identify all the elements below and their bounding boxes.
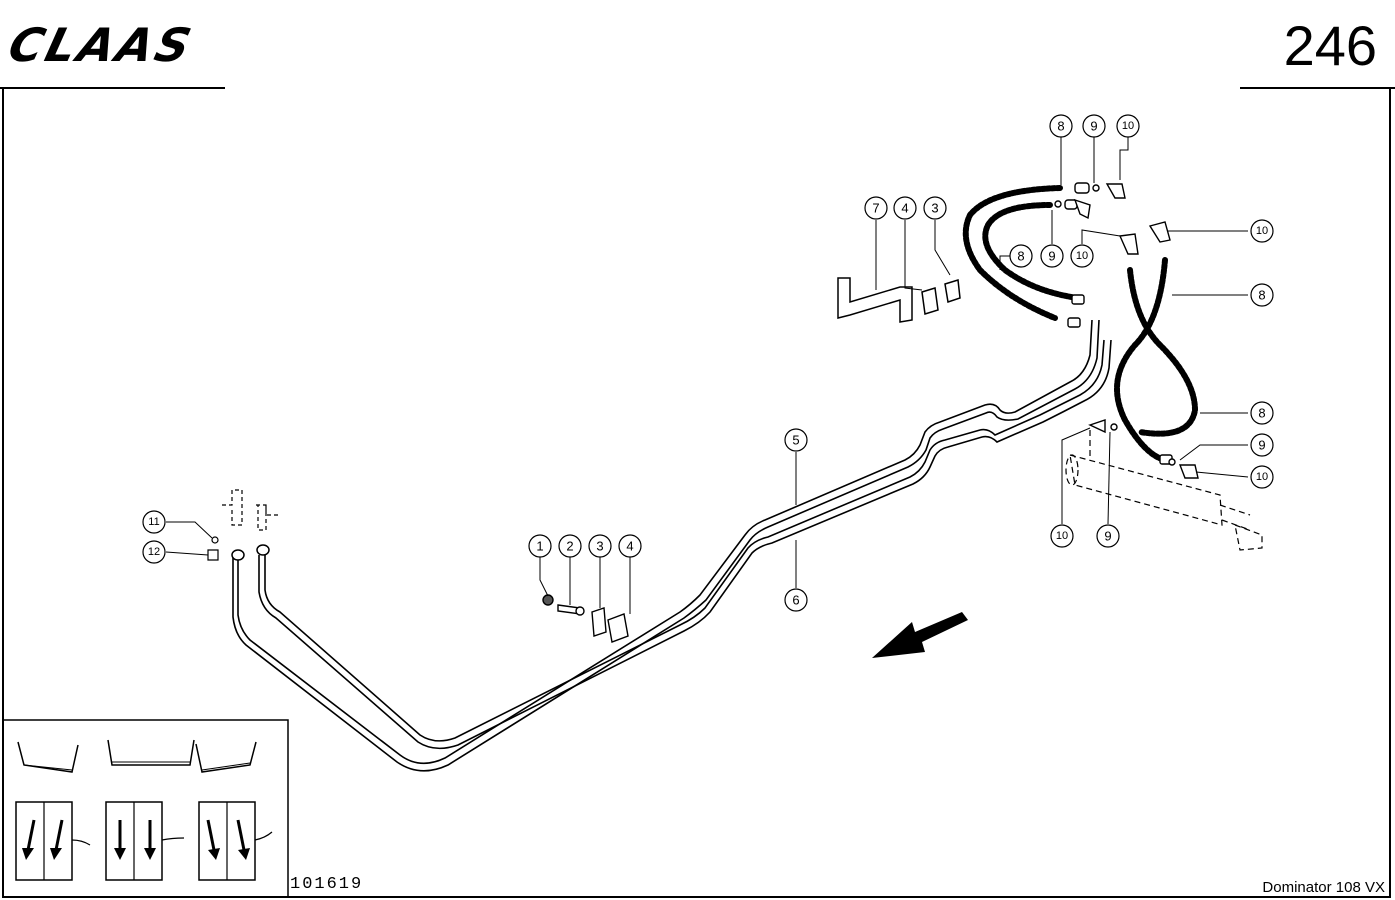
- callout-9: 9: [1090, 119, 1097, 134]
- direction-arrow-icon: [872, 612, 968, 658]
- hydraulic-pipe-5: [232, 319, 1100, 772]
- callout-12: 12: [148, 546, 160, 558]
- clip-parts: [207, 536, 219, 561]
- t-connectors: [222, 489, 280, 531]
- callout-11: 11: [148, 516, 159, 528]
- callout-4: 4: [626, 539, 633, 554]
- callout-8: 8: [1057, 119, 1064, 134]
- hydraulic-hoses: [962, 185, 1199, 463]
- page-number: 246: [1283, 14, 1377, 77]
- bracket-7: [837, 277, 961, 323]
- model-name: Dominator 108 VX: [1262, 879, 1385, 896]
- hydraulic-cylinder: [1065, 430, 1263, 551]
- callout-9: 9: [1048, 249, 1055, 264]
- callout-10: 10: [1056, 530, 1068, 542]
- hose-fittings: [1054, 182, 1199, 479]
- orientation-legend: [2, 719, 289, 898]
- pipe-fittings-left: [231, 544, 270, 561]
- callout-7: 7: [872, 201, 879, 216]
- callout-10: 10: [1256, 471, 1268, 483]
- clamp-assembly: [542, 594, 629, 643]
- callout-4: 4: [901, 201, 908, 216]
- callout-5: 5: [792, 433, 799, 448]
- callout-8: 8: [1017, 249, 1024, 264]
- leader-lines: [165, 137, 1249, 614]
- callout-bubbles: [142, 114, 1274, 612]
- callout-3: 3: [596, 539, 603, 554]
- callout-9: 9: [1258, 438, 1265, 453]
- drawing-number: 101619: [290, 875, 364, 894]
- callout-2: 2: [566, 539, 573, 554]
- callout-10: 10: [1256, 225, 1268, 237]
- callout-8: 8: [1258, 288, 1265, 303]
- callout-8: 8: [1258, 406, 1265, 421]
- hydraulic-pipe-6: [258, 339, 1112, 750]
- callout-10: 10: [1076, 250, 1088, 262]
- callout-9: 9: [1104, 529, 1111, 544]
- callout-3: 3: [931, 201, 938, 216]
- callout-10: 10: [1122, 120, 1134, 132]
- callout-1: 1: [536, 539, 543, 554]
- callout-6: 6: [792, 593, 799, 608]
